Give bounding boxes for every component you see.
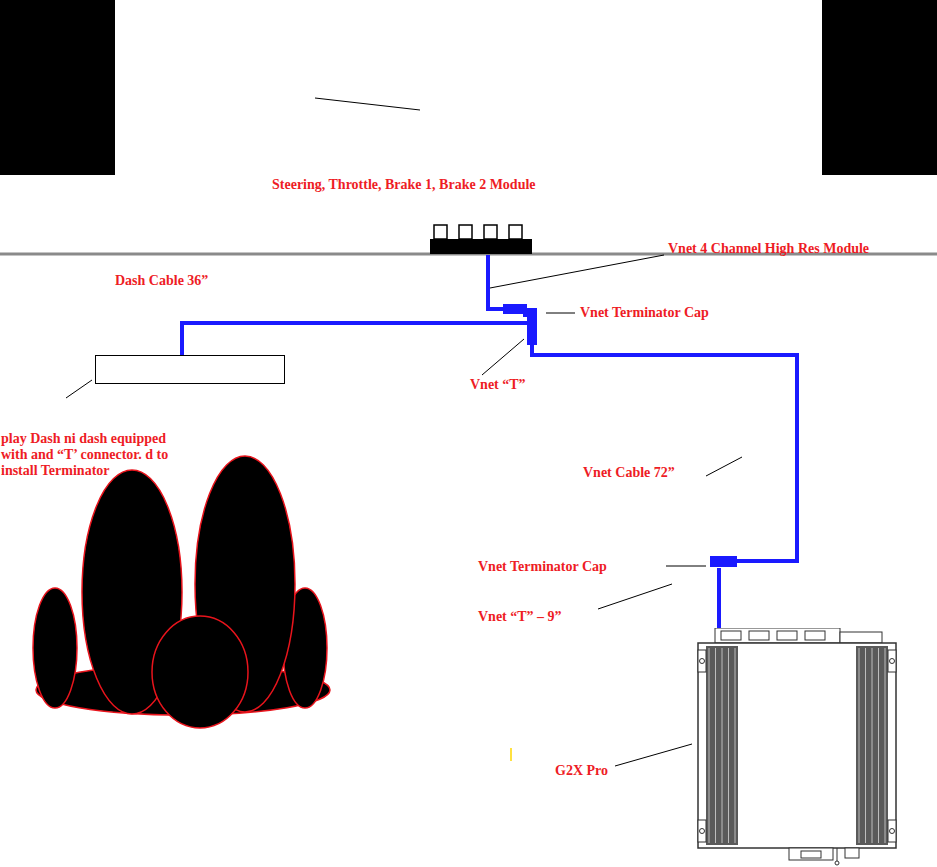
front-wheel <box>0 0 115 175</box>
callout-label: Vnet 4 Channel High Res Module <box>668 241 869 257</box>
vnet-cable <box>532 345 797 561</box>
yellow-tick <box>510 748 512 761</box>
terminator-cap: Vnet Terminator CapVnet “T” – 9” <box>710 556 737 568</box>
vnet-cable <box>717 568 721 628</box>
part-label: Steering, Throttle, Brake 1, Brake 2 Mod… <box>272 177 536 193</box>
vnet-t-connector-shape <box>503 303 540 345</box>
vnet-cable <box>182 323 527 355</box>
sensor-module-shape <box>430 224 532 255</box>
cable-label: Dash Cable 36” <box>115 273 208 289</box>
callout-label: G2X Pro <box>555 763 608 779</box>
callout-label: Vnet “T” – 9” <box>478 609 562 625</box>
g2x-pro-logger: G2X Pro <box>697 628 897 866</box>
vnet-cable <box>488 255 503 309</box>
vnet-t-connector: Vnet “T”Vnet Terminator Cap <box>503 303 540 345</box>
display-dash: play Dash ni dash equipped with and “T’ … <box>95 355 285 384</box>
front-wheel <box>822 0 937 175</box>
sensor-module: Vnet 4 Channel High Res Module <box>430 224 532 255</box>
terminator-cap-shape <box>710 556 737 568</box>
g2x-pro-logger-shape <box>697 628 897 866</box>
callout-label: Vnet Terminator Cap <box>478 559 607 575</box>
callout-label: Vnet “T” <box>470 377 526 393</box>
callout-label: Vnet Terminator Cap <box>580 305 709 321</box>
driver-seat <box>33 456 330 728</box>
leader-lines <box>66 98 742 766</box>
cable-label: Vnet Cable 72” <box>583 465 675 481</box>
callout-label: play Dash ni dash equipped with and “T’ … <box>1 431 177 479</box>
